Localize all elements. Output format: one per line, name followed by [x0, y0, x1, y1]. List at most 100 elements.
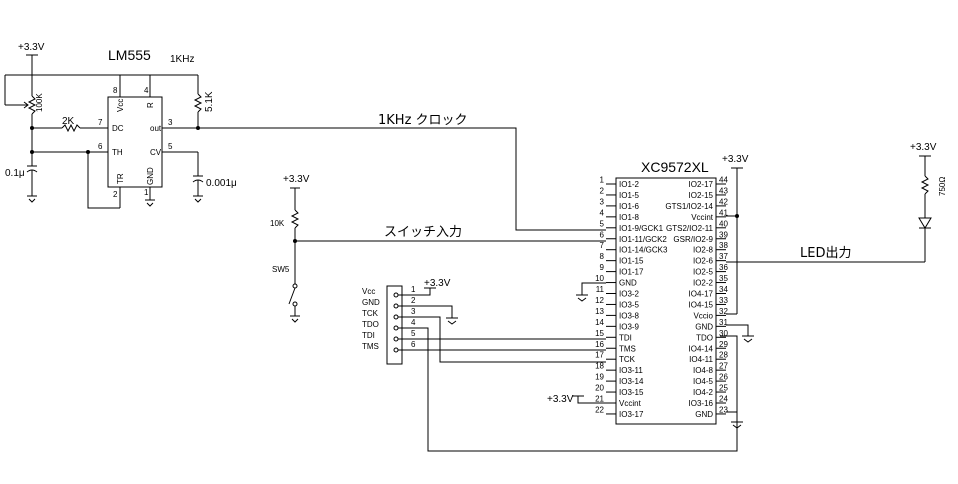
cpld-pin-number: 16 — [595, 340, 604, 349]
power-label-v2: +3.3V — [283, 174, 310, 185]
cpld-pin-number: 8 — [600, 252, 605, 261]
ground-555 — [145, 199, 155, 207]
r-dc-value: 2K — [62, 116, 75, 127]
cpld-pin-number: 13 — [595, 307, 604, 316]
r-pullup-value: 5.1K — [204, 91, 215, 112]
net-led-label: LED出力 — [800, 246, 851, 261]
power-label-v1: +3.3V — [18, 42, 45, 53]
cpld-pin-name: IO1-9/GCK1 — [619, 224, 664, 233]
timer-pin-r: R — [146, 102, 155, 108]
cpld-pin-number: 5 — [600, 219, 605, 228]
cap-timing-value: 0.1μ — [5, 168, 25, 179]
cpld-pin-name: IO3-8 — [619, 311, 640, 320]
cpld-pin-name: IO4-5 — [693, 377, 714, 386]
cpld-pin-number: 26 — [719, 373, 728, 382]
net-clock — [198, 127, 606, 231]
cpld-pin-name: IO3-17 — [619, 410, 644, 419]
cpld-pin-number: 11 — [596, 285, 605, 294]
jtag-pin-number: 1 — [411, 285, 416, 294]
cpld-pin-number: 4 — [600, 208, 605, 217]
timer-pin-vcc: Vcc — [116, 99, 125, 112]
timer-pin-number: 4 — [144, 86, 149, 95]
jtag-label-tms: TMS — [362, 342, 379, 351]
pot-value: 100K — [35, 93, 44, 112]
timer-pin-th: TH — [112, 148, 123, 157]
cpld-pin-name: GTS2/IO2-11 — [666, 224, 714, 233]
cpld-pin-name: IO4-17 — [689, 290, 714, 299]
cpld-pin-number: 27 — [719, 362, 728, 371]
power-arrow-v1 — [26, 54, 38, 75]
cpld-pin-name: IO2-8 — [693, 246, 714, 255]
cpld-pin-name: GSR/IO2-9 — [673, 235, 713, 244]
jtag-label-vcc: Vcc — [362, 287, 375, 296]
cpld-pin-name: IO2-6 — [693, 257, 714, 266]
jtag-label-tdo: TDO — [362, 320, 379, 329]
cpld-pin-name: IO3-15 — [619, 388, 644, 397]
power-arrow-v2 — [290, 187, 300, 210]
junction — [30, 126, 34, 130]
cpld-pin-number: 43 — [719, 186, 728, 195]
cpld-pin-number: 9 — [600, 263, 605, 272]
cpld-pin-name: TMS — [619, 344, 636, 353]
pot-100k — [4, 75, 37, 128]
timer-pin-number: 6 — [98, 142, 103, 151]
timer-pin-number: 3 — [168, 118, 173, 127]
cpld-pin-name: IO4-11 — [689, 355, 713, 364]
cpld-pin-number: 35 — [719, 274, 728, 283]
cpld-pin-name: Vccint — [619, 399, 642, 408]
switch-label: SW5 — [272, 265, 290, 274]
cpld-pin-name: IO3-14 — [619, 377, 644, 386]
wire-tr-th — [87, 152, 120, 209]
cpld-pin-name: IO3-16 — [689, 399, 714, 408]
cap-cv-value: 0.001μ — [206, 178, 237, 189]
cpld-pin-name: TDO — [696, 333, 713, 342]
cpld-pin-name: IO3-11 — [619, 366, 643, 375]
timer-pin-number: 8 — [113, 86, 118, 95]
timer-pin-gnd: GND — [146, 167, 155, 185]
cpld-pin-number: 28 — [719, 351, 728, 360]
cpld-pin-number: 39 — [719, 230, 728, 239]
cpld-name: XC9572XL — [641, 159, 709, 175]
power-label-v4: +3.3V — [547, 394, 574, 405]
cpld-pin-number: 23 — [719, 405, 728, 414]
power-label-v5: +3.3V — [722, 154, 749, 165]
cpld-pin-number: 41 — [719, 208, 728, 217]
cpld-pin-number: 19 — [595, 373, 604, 382]
cpld-pin-number: 3 — [600, 197, 605, 206]
power-arrow-v5 — [731, 167, 743, 314]
wire-jtag-vcc — [398, 288, 431, 296]
jtag-header — [386, 285, 403, 365]
timer-name: LM555 — [108, 47, 151, 63]
wire-cpld-vccint — [577, 396, 606, 404]
cpld-pin-number: 36 — [719, 263, 728, 272]
cpld-pin-number: 18 — [595, 362, 604, 371]
cpld-pin-name: IO2-2 — [693, 279, 714, 288]
jtag-pin-number: 5 — [411, 329, 416, 338]
jtag-pin-number: 4 — [411, 318, 416, 327]
cpld-pin-name: IO4-15 — [689, 300, 714, 309]
junction — [735, 214, 739, 218]
power-label-v6: +3.3V — [910, 142, 937, 153]
jtag-pin-number: 3 — [411, 307, 416, 316]
cpld-pin-name: GND — [619, 279, 637, 288]
timer-pin-dc: DC — [112, 124, 124, 133]
resistor-2k — [32, 123, 108, 133]
cpld-pin-name: IO1-15 — [619, 257, 644, 266]
cpld-pin-name: GND — [695, 322, 713, 331]
timer-pin-tr: TR — [116, 173, 125, 184]
cpld-pin-name: IO1-17 — [619, 268, 644, 277]
jtag-label-gnd: GND — [362, 298, 380, 307]
cpld-pin-name: IO2-5 — [693, 268, 714, 277]
cpld-pin-number: 15 — [595, 329, 604, 338]
wire-cpld-gnd-left — [581, 282, 606, 295]
timer-pin-number: 1 — [144, 188, 149, 197]
timer-pin-number: 5 — [168, 142, 173, 151]
wire-cpld-gnd-31 — [726, 324, 749, 336]
cpld-pin-number: 25 — [719, 384, 728, 393]
cpld-pin-number: 6 — [600, 230, 605, 239]
timer-pin-out: out — [150, 124, 162, 133]
cpld-pin-number: 20 — [595, 384, 604, 393]
cpld-pin-name: IO4-14 — [689, 344, 714, 353]
wire-cpld-gnd-23 — [726, 411, 738, 422]
cpld-pin-number: 10 — [595, 274, 604, 283]
